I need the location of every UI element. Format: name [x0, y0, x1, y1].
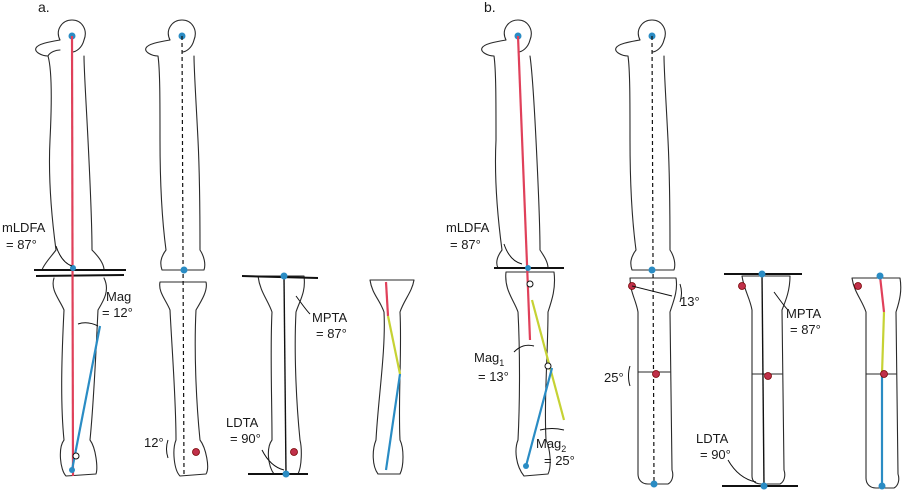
a4-tibia — [369, 279, 415, 475]
b2-distal-osteotomy-point — [652, 370, 660, 378]
b1-knee-center-point — [525, 265, 531, 271]
b2-ankle-center-point — [650, 480, 658, 488]
a1-mldfa-value: = 87° — [6, 237, 37, 252]
b3-distal-point — [764, 372, 772, 380]
b1-mag1-value: = 13° — [478, 369, 509, 384]
b1-mag2-value: = 25° — [544, 453, 575, 468]
b3-mpta-arc — [773, 291, 789, 311]
a1-mag-label: Mag — [106, 289, 131, 304]
a3-tibia — [257, 275, 305, 475]
b2-angle25-arc — [628, 365, 631, 387]
b1-mag1-label: Mag1 — [474, 350, 504, 368]
b1-proximal-apex-point — [526, 280, 534, 288]
panel-a-label: a. — [38, 0, 50, 15]
b3-tibial-axis-line — [761, 273, 765, 487]
b1-femur — [481, 19, 549, 269]
b4-proximal-axis-line — [878, 275, 886, 313]
a2-angle-label: 12° — [144, 435, 164, 450]
a3-ldta-value: = 90° — [230, 431, 261, 446]
a3-mpta-label: MPTA — [312, 310, 347, 325]
b3-proximal-point — [738, 282, 746, 290]
b3-ldta-label: LDTA — [696, 431, 729, 446]
b3-tibia — [741, 275, 791, 485]
b1-mldfa-value: = 87° — [450, 237, 481, 252]
a1-ankle-point — [72, 452, 80, 460]
a4-distal-axis-line — [384, 373, 402, 471]
b1-middle-segment-axis — [530, 299, 566, 421]
a3-knee-center-point — [280, 272, 288, 280]
b3-knee-center-point — [758, 270, 766, 278]
a1-femur — [35, 19, 105, 271]
a3-tibial-axis-line — [283, 275, 287, 475]
a1-mldfa-arc — [55, 245, 73, 267]
a1-mechanical-axis-line — [70, 35, 75, 477]
b2-angle13-arc — [679, 283, 682, 303]
a3-ldta-label: LDTA — [226, 415, 259, 430]
b2-mechanical-axis-dashed — [651, 35, 655, 485]
b4-ankle-center-point — [878, 482, 886, 490]
b2-knee-center-point — [648, 266, 656, 274]
a3-tibial-plateau-line — [241, 275, 319, 279]
b3-mpta-label: MPTA — [786, 306, 821, 321]
a1-knee-center-point — [70, 265, 76, 271]
b3-ldta-arc — [727, 459, 757, 483]
b1-mldfa-label: mLDFA — [446, 220, 490, 235]
b3-ldta-value: = 90° — [700, 447, 731, 462]
a1-tibia — [52, 277, 107, 477]
a3-mpta-value: = 87° — [316, 326, 347, 341]
b4-knee-center-point — [876, 272, 884, 280]
a2-knee-center-point — [180, 266, 188, 274]
b2-angle13-label: 13° — [680, 294, 700, 309]
a4-middle-segment-axis — [386, 315, 402, 375]
panel-b-label: b. — [484, 0, 496, 15]
a1-tibial-axis-line — [70, 325, 102, 471]
a2-angle-arc — [166, 439, 169, 459]
b3-mpta-value: = 87° — [790, 322, 821, 337]
a2-ankle-deformity-point — [192, 448, 200, 456]
b2-angle25-label: 25° — [604, 370, 624, 385]
b4-distal-point — [880, 370, 888, 378]
b1-distal-apex-point — [544, 362, 552, 370]
a1-mag-value: = 12° — [102, 305, 133, 320]
b1-mldfa-arc — [503, 243, 523, 265]
b1-mag2-arc — [539, 428, 565, 431]
a2-mechanical-axis-dashed — [181, 35, 185, 477]
a1-mldfa-label: mLDFA — [2, 220, 46, 235]
a1-ankle-center-point — [69, 467, 75, 473]
b2-proximal-cut-line — [631, 285, 673, 297]
a3-mpta-arc — [295, 295, 311, 315]
b1-mag1-arc — [513, 344, 535, 353]
a3-deformity-point — [290, 448, 298, 456]
b1-mag2-label: Mag2 — [536, 436, 566, 454]
b4-tibia — [851, 277, 902, 489]
a1-knee-joint-line-tibia — [35, 274, 125, 277]
b1-ankle-center-point — [523, 463, 529, 469]
a1-mag-arc — [77, 322, 99, 327]
b3-ankle-center-point — [760, 482, 768, 490]
b2-leg — [615, 19, 678, 485]
b1-distal-tibial-axis — [524, 367, 554, 467]
a3-ldta-arc — [261, 449, 285, 471]
a4-proximal-axis-line — [384, 281, 390, 317]
b1-tibia — [505, 271, 556, 477]
a3-ankle-center-point — [282, 470, 290, 478]
b1-mechanical-axis-line — [516, 35, 532, 341]
b4-middle-segment-axis — [880, 311, 886, 375]
a2-leg — [145, 19, 209, 477]
b4-proximal-point — [854, 282, 862, 290]
